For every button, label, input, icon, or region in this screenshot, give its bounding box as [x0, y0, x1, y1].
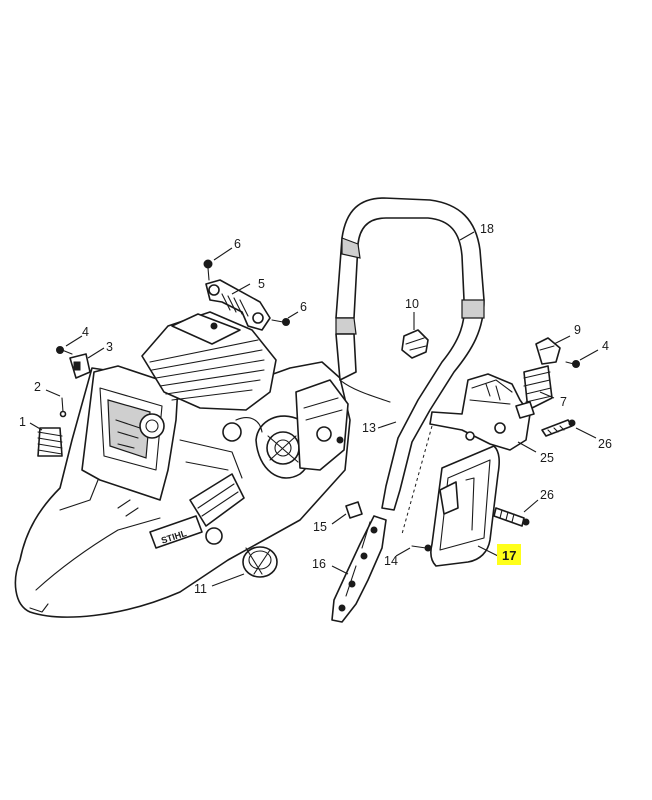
callout-15: 15: [313, 520, 327, 534]
callout-5: 5: [258, 277, 265, 291]
part-14-screw: [395, 544, 432, 557]
part-1-buffer-spring: [29, 422, 63, 457]
callout-10: 10: [405, 297, 419, 311]
part-4-screw-right: [565, 349, 599, 368]
part-2-rivet: [45, 389, 67, 418]
callout-1: 1: [19, 415, 26, 429]
callout-7: 7: [560, 395, 567, 409]
part-7-spring: [515, 365, 555, 419]
callout-17: 17: [502, 548, 516, 563]
part-16-bracket-strip: [331, 515, 387, 623]
callout-18: 18: [480, 222, 494, 236]
part-25-handlebar-mount: [429, 373, 537, 453]
part-11-tank-cap: [211, 546, 278, 587]
alignment-dash: [401, 425, 433, 535]
callout-25: 25: [540, 451, 554, 465]
part-15-sleeve: [331, 501, 363, 525]
callout-9: 9: [574, 323, 581, 337]
callout-4-right: 4: [602, 339, 609, 353]
callout-6-top: 6: [234, 237, 241, 251]
chainsaw-powerhead: STIHL: [14, 311, 351, 618]
callout-labels: 1 2 3 4 5 6 6 10 18 9 4 7 26 13 25 26 15…: [19, 222, 612, 596]
callout-14: 14: [384, 554, 398, 568]
part-6-screw-right: [271, 311, 299, 326]
part-3-plug: [69, 347, 105, 379]
callout-13: 13: [362, 421, 376, 435]
callout-26-upper: 26: [598, 437, 612, 451]
part-18-handlebar: [335, 197, 485, 511]
callout-17-highlight: [497, 544, 521, 565]
callout-11: 11: [194, 582, 207, 596]
part-6-screw-top: [203, 247, 233, 281]
callout-4-left: 4: [82, 325, 89, 339]
part-26-screw-lower: [493, 499, 539, 527]
part-10-rubber-buffer: [401, 312, 429, 359]
callout-26-lower: 26: [540, 488, 554, 502]
part-5-spring-bracket: [205, 279, 271, 331]
callout-6-right: 6: [300, 300, 307, 314]
part-9-cap: [535, 335, 571, 365]
callout-2: 2: [34, 380, 41, 394]
part-17-handle-bracket: [430, 445, 500, 567]
callout-16: 16: [312, 557, 326, 571]
part-26-screw-upper: [541, 419, 597, 439]
part-13-leader: [377, 421, 397, 429]
callout-3: 3: [106, 340, 113, 354]
part-4-screw-left: [56, 335, 83, 355]
